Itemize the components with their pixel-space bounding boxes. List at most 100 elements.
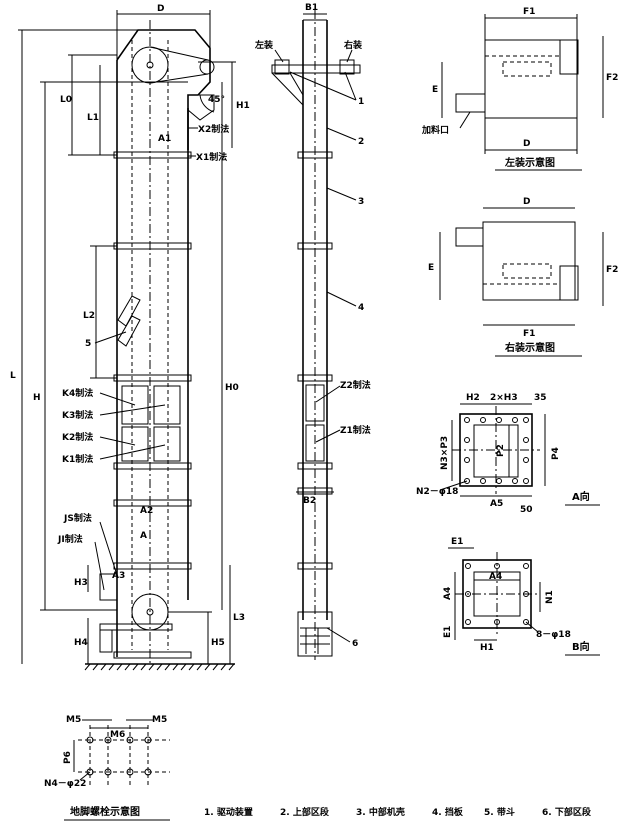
leader-k2 bbox=[99, 436, 136, 446]
inspection-door-k3 bbox=[153, 385, 181, 425]
lm-caption: 左装示意图 bbox=[504, 156, 555, 169]
side-boot bbox=[297, 611, 333, 657]
fd-bolt-1 bbox=[86, 736, 94, 744]
rm-housing bbox=[482, 221, 576, 301]
a-bolt-8 bbox=[496, 478, 502, 484]
b-bolt-4 bbox=[465, 591, 471, 597]
leader-4 bbox=[326, 291, 357, 307]
callout-k1: K1制法 bbox=[62, 453, 93, 465]
drive-platform bbox=[271, 64, 361, 74]
dim-b2-label: B2 bbox=[303, 496, 316, 506]
rm-f2-label: F2 bbox=[606, 265, 618, 275]
b-view: E1 A4 A4 N1 E1 H1 8－φ18 B向 bbox=[443, 537, 600, 656]
dim-l0-label: L0 bbox=[60, 95, 72, 105]
side-item-4: 4 bbox=[358, 303, 364, 313]
b-a4-v-label: A4 bbox=[443, 587, 453, 600]
a-caption: A向 bbox=[572, 490, 590, 503]
legend-item-1: 1. 驱动装置 bbox=[204, 806, 253, 818]
b-bolt-2 bbox=[494, 563, 500, 569]
a-p4-label: P4 bbox=[551, 447, 561, 460]
lm-motor bbox=[559, 39, 579, 75]
b-bolt-7 bbox=[494, 619, 500, 625]
a-p2-label: P2 bbox=[496, 444, 506, 457]
side-boot-hatch bbox=[300, 627, 330, 654]
callout-z2: Z2制法 bbox=[340, 379, 371, 391]
dim-b1-label: B1 bbox=[305, 3, 318, 13]
dim-l1-label: L1 bbox=[87, 113, 99, 123]
ground-hatch bbox=[84, 663, 235, 671]
callout-x1: X1制法 bbox=[196, 151, 227, 163]
leader-k4 bbox=[99, 392, 136, 406]
side-door-z2 bbox=[305, 384, 325, 422]
rm-gearbox bbox=[502, 263, 552, 279]
a-h2-label: H2 bbox=[466, 393, 480, 403]
side-door-z1 bbox=[305, 424, 325, 462]
dim-h4-label: H4 bbox=[74, 638, 88, 648]
rm-caption: 右装示意图 bbox=[504, 341, 555, 354]
a-a5-label: A5 bbox=[490, 499, 503, 509]
lm-housing bbox=[484, 39, 578, 119]
a-bolt-13 bbox=[523, 437, 529, 443]
a-bolt-6 bbox=[464, 478, 470, 484]
side-flange-6 bbox=[297, 562, 333, 570]
a-bolt-label: N2－φ18 bbox=[416, 487, 458, 497]
side-flange-1 bbox=[297, 151, 333, 159]
a-n3p3-label: N3×P3 bbox=[440, 436, 450, 470]
fd-m6-label: M6 bbox=[110, 730, 125, 740]
leader-k1 bbox=[99, 444, 166, 460]
b-bolt-3 bbox=[523, 563, 529, 569]
drive-sprocket bbox=[199, 59, 215, 75]
a-bolt-4 bbox=[512, 417, 518, 423]
b-bolt-leader bbox=[525, 621, 539, 633]
a-bolt-2 bbox=[480, 417, 486, 423]
left-mount-view: F1 F2 E D 加料口 左装示意图 bbox=[421, 7, 618, 171]
b-e1-bottom-label: E1 bbox=[443, 626, 453, 638]
side-flange-5 bbox=[297, 487, 333, 495]
dim-l3-label: L3 bbox=[233, 613, 245, 623]
leader-z2 bbox=[315, 385, 341, 403]
drive-belt-upper bbox=[149, 46, 209, 61]
dim-d-label: D bbox=[157, 4, 164, 14]
leader-k3 bbox=[99, 404, 166, 416]
dim-h-label: H bbox=[33, 393, 41, 403]
boot-tension-block bbox=[99, 629, 113, 653]
lm-f2-label: F2 bbox=[606, 73, 618, 83]
a-bolt-10 bbox=[523, 478, 529, 484]
lm-inlet-label: 加料口 bbox=[421, 124, 449, 136]
fd-bolt-7 bbox=[126, 768, 134, 776]
fd-p6-label: P6 bbox=[63, 751, 73, 764]
b-bolt-label: 8－φ18 bbox=[536, 630, 571, 640]
angle-label: 45° bbox=[208, 95, 225, 105]
callout-k2: K2制法 bbox=[62, 431, 93, 443]
b-bolt-6 bbox=[465, 619, 471, 625]
callout-ji: JI制法 bbox=[57, 533, 83, 545]
leader-3 bbox=[326, 187, 357, 201]
callout-k4: K4制法 bbox=[62, 387, 93, 399]
inspection-door-k4 bbox=[121, 385, 149, 425]
a-bolt-7 bbox=[480, 478, 486, 484]
right-mount-view: D E F2 F1 右装示意图 bbox=[428, 197, 618, 357]
point-a1: A1 bbox=[158, 134, 171, 144]
legend-item-4: 4. 挡板 bbox=[432, 806, 464, 818]
bucket-5b bbox=[117, 315, 141, 347]
inlet-chute bbox=[99, 573, 117, 601]
a-view: H2 2×H3 35 N3×P3 P2 P4 N2－φ18 A5 50 A向 bbox=[416, 393, 600, 515]
legend-item-5: 5. 带斗 bbox=[484, 806, 515, 818]
leader-2 bbox=[326, 127, 357, 141]
side-flange-2 bbox=[297, 242, 333, 250]
callout-k3: K3制法 bbox=[62, 409, 93, 421]
a-bolt-5 bbox=[523, 417, 529, 423]
flange-1 bbox=[113, 151, 192, 159]
a-50-label: 50 bbox=[520, 505, 533, 515]
rm-motor bbox=[559, 265, 579, 301]
bucket-5 bbox=[117, 295, 141, 327]
lm-e-label: E bbox=[432, 85, 438, 95]
b-n1-label: N1 bbox=[545, 590, 555, 604]
a-bolt-leader bbox=[439, 480, 468, 491]
fd-bolt-leader bbox=[79, 771, 91, 781]
fd-bolt-label: N4－φ22 bbox=[44, 779, 86, 789]
side-item-6: 6 bbox=[352, 639, 358, 649]
a-bolt-14 bbox=[523, 457, 529, 463]
fd-caption: 地脚螺栓示意图 bbox=[70, 805, 140, 818]
